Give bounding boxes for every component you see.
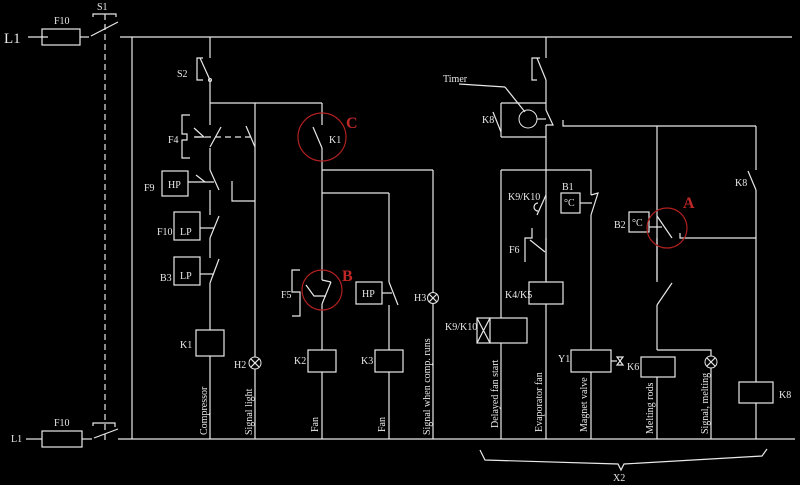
fan-branches: [291, 103, 439, 439]
circuit-label-fan-2: Fan: [377, 417, 388, 432]
highlight-circle-c: [297, 112, 347, 162]
compressor-branch: [161, 37, 322, 439]
f10-box: LP: [180, 227, 192, 238]
defrost-branches: [458, 37, 774, 472]
k6-label: K6: [627, 362, 639, 373]
line-label-bottom: L1: [11, 434, 22, 445]
circuit-label-signal-comp: Signal when comp. runs: [422, 338, 433, 435]
k8-timer-label: K8: [482, 115, 494, 126]
circuit-label-delayed-fan: Delayed fan start: [490, 359, 501, 428]
mark-a: A: [683, 195, 695, 212]
b2-label: B2: [614, 220, 626, 231]
s2-label: S2: [177, 69, 188, 80]
b1-label: B1: [562, 182, 574, 193]
k3-label: K3: [361, 356, 373, 367]
b1-box: °C: [564, 198, 575, 209]
f10-label: F10: [157, 227, 173, 238]
fuse-bottom-label: F10: [54, 418, 70, 429]
circuit-label-magnet-valve: Magnet valve: [579, 377, 590, 432]
circuit-label-signal-light: Signal light: [244, 388, 255, 435]
h3-label: H3: [414, 293, 426, 304]
circuit-label-compressor: Compressor: [199, 386, 210, 435]
power-rails: [26, 13, 795, 448]
line-label-top: L1: [4, 31, 21, 47]
circuit-label-melting-rods: Melting rods: [645, 383, 656, 434]
y1-label: Y1: [558, 354, 570, 365]
f6-label: F6: [509, 245, 520, 256]
k2-label: K2: [294, 356, 306, 367]
b3-label: B3: [160, 273, 172, 284]
mark-b: B: [342, 268, 353, 285]
timer-label: Timer: [443, 74, 468, 85]
f9-label: F9: [144, 183, 155, 194]
x2-label: X2: [613, 473, 625, 484]
k4k5-label: K4/K5: [505, 290, 532, 301]
h2-label: H2: [234, 360, 246, 371]
circuit-label-signal-melting: Signal, melting: [700, 373, 711, 434]
highlight-circle-a: [646, 207, 688, 249]
k1-contact-label: K1: [329, 135, 341, 146]
f9-box: HP: [168, 180, 181, 191]
s1-label: S1: [97, 2, 108, 13]
circuit-label-evaporator-fan: Evaporator fan: [534, 372, 545, 432]
k8-coil-label: K8: [779, 390, 791, 401]
f5-label: F5: [281, 290, 292, 301]
f4-label: F4: [168, 135, 179, 146]
k1-coil-label: K1: [180, 340, 192, 351]
b3-box: LP: [180, 271, 192, 282]
k8-contact-label: K8: [735, 178, 747, 189]
k9k10-contact-label: K9/K10: [508, 192, 540, 203]
mark-c: C: [346, 115, 358, 132]
k9k10-coil-label: K9/K10: [445, 322, 477, 333]
highlight-circle-b: [301, 269, 343, 311]
b2-box: °C: [632, 218, 643, 229]
hp-box: HP: [362, 289, 375, 300]
fuse-top-label: F10: [54, 16, 70, 27]
circuit-label-fan: Fan: [310, 417, 321, 432]
